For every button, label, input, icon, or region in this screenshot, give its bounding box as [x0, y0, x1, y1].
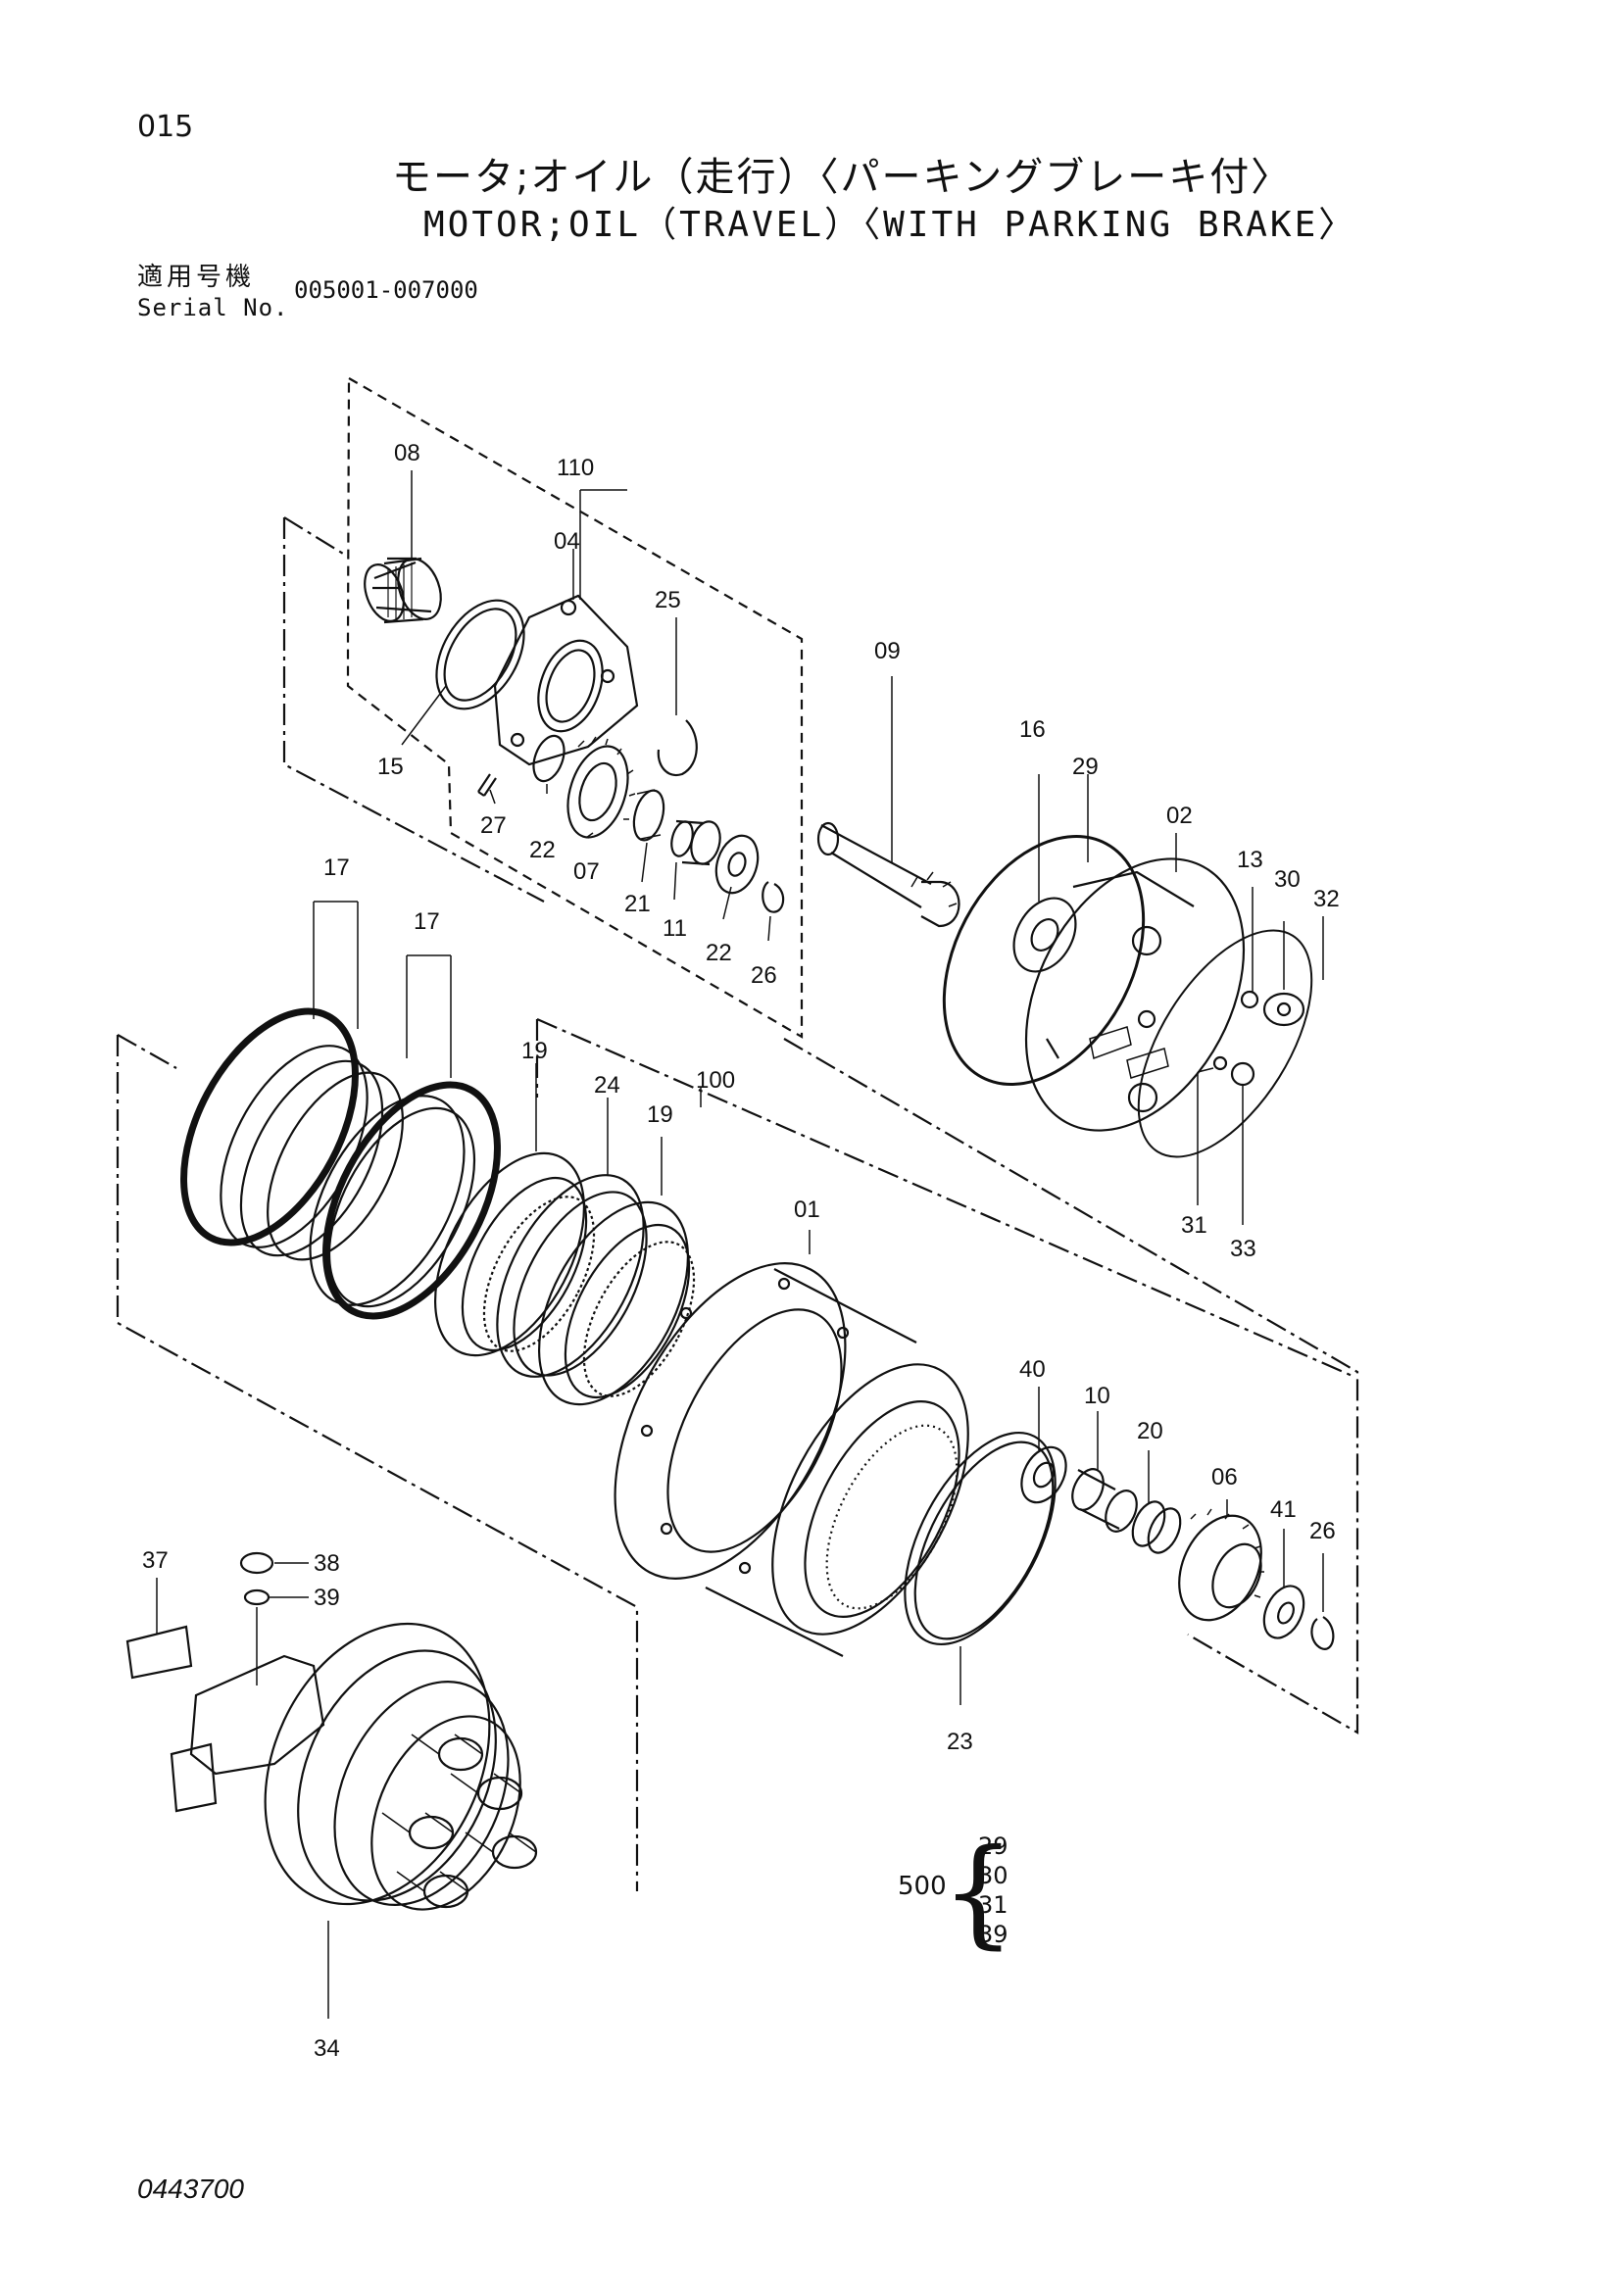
- label-part-31: 31: [1181, 1212, 1207, 1239]
- label-part-23: 23: [947, 1729, 973, 1755]
- label-part-22-lower: 22: [706, 940, 732, 966]
- label-part-13: 13: [1237, 847, 1263, 873]
- leader-lines: [156, 470, 1324, 2019]
- label-part-19-right: 19: [647, 1101, 673, 1128]
- label-part-17-left: 17: [323, 855, 350, 881]
- part-32-plug: [1262, 992, 1305, 1027]
- part-39-o-ring: [243, 1588, 270, 1606]
- part-13-o-ring: [1137, 929, 1313, 1158]
- motor-bolt-group: [381, 1734, 538, 1909]
- label-part-110: 110: [557, 455, 594, 481]
- title-english: MOTOR;OIL（TRAVEL）〈WITH PARKING BRAKE〉: [423, 205, 1357, 245]
- upper-dashdot-boundary: [282, 516, 1359, 1734]
- kit-item: 29: [978, 1832, 1008, 1860]
- label-part-24: 24: [594, 1072, 620, 1099]
- part-40-washer: [1020, 1445, 1067, 1504]
- part-41-washer: [1262, 1585, 1305, 1639]
- kit-brace: {: [941, 1825, 1016, 1961]
- serial-label-english: Serial No.: [137, 294, 289, 321]
- part-30-o-ring: [1240, 990, 1259, 1009]
- label-part-29: 29: [1072, 754, 1099, 780]
- part-01-housing: [614, 1262, 969, 1657]
- part-02-cover: [1024, 857, 1246, 1132]
- label-part-07: 07: [573, 858, 600, 885]
- part-20-needle-bearing: [1131, 1500, 1182, 1554]
- serial-range: 005001-007000: [294, 276, 478, 304]
- part-34-motor-assembly: [170, 1622, 538, 1911]
- part-17-seal-large-2: [322, 1081, 501, 1320]
- part-27-pin: [477, 773, 497, 797]
- label-part-16: 16: [1019, 716, 1046, 743]
- label-part-40: 40: [1019, 1356, 1046, 1383]
- label-part-41: 41: [1270, 1496, 1297, 1523]
- label-part-01: 01: [794, 1197, 820, 1223]
- part-19-bearing-2: [537, 1200, 696, 1406]
- kit-item: 31: [978, 1891, 1008, 1919]
- part-23-snap-ring: [904, 1431, 1057, 1646]
- kit-item: 39: [978, 1921, 1008, 1948]
- label-part-09: 09: [874, 638, 901, 664]
- label-part-10: 10: [1084, 1383, 1110, 1409]
- label-part-17-right: 17: [414, 908, 440, 935]
- label-part-21: 21: [624, 891, 651, 917]
- part-25-snap-ring: [657, 719, 698, 777]
- label-part-20: 20: [1137, 1418, 1163, 1444]
- part-24-ring: [496, 1174, 648, 1378]
- title-japanese: モータ;オイル（走行）〈パーキングブレーキ付〉: [392, 155, 1293, 200]
- document-number: 0443700: [137, 2174, 245, 2204]
- label-part-08: 08: [394, 440, 420, 466]
- lower-dashdot-boundary: [116, 1034, 639, 1891]
- part-33-plug: [1230, 1061, 1255, 1087]
- serial-label-japanese: 適用号機: [137, 263, 256, 292]
- label-part-38: 38: [314, 1550, 340, 1577]
- part-16-washer: [1012, 897, 1077, 973]
- part-38-plug: [239, 1551, 274, 1575]
- label-part-25: 25: [655, 587, 681, 613]
- label-part-26-upper: 26: [751, 962, 777, 989]
- label-part-04: 04: [554, 528, 580, 555]
- label-part-26-lower: 26: [1309, 1518, 1336, 1544]
- part-26-snap-ring-upper: [762, 881, 785, 913]
- label-part-32: 32: [1313, 886, 1340, 912]
- part-17-seal-large-1: [180, 1007, 359, 1246]
- kit-number: 500: [898, 1872, 947, 1901]
- part-37-nameplate: [125, 1625, 193, 1680]
- label-part-100: 100: [696, 1067, 735, 1094]
- kit-item: 30: [978, 1862, 1008, 1889]
- label-part-19-left: 19: [521, 1038, 548, 1064]
- part-22-washer-lower: [714, 834, 760, 895]
- part-15-ring: [435, 599, 525, 710]
- page-number: 015: [137, 110, 194, 144]
- part-21-needle-bearing: [632, 789, 665, 842]
- label-part-11: 11: [663, 915, 687, 942]
- part-17-floating-seal-2: [309, 1095, 476, 1308]
- assembly-110-boundary: [346, 376, 804, 1039]
- part-22-washer-upper: [532, 734, 566, 783]
- part-31-o-ring: [1212, 1055, 1228, 1071]
- part-08-spline-shaft: [364, 557, 442, 624]
- label-part-33: 33: [1230, 1236, 1256, 1262]
- part-11-sleeve: [670, 819, 721, 866]
- assembly-100-boundary: [535, 1017, 1355, 1379]
- part-09-shaft: [816, 821, 960, 928]
- label-part-39: 39: [314, 1585, 340, 1611]
- label-part-02: 02: [1166, 803, 1193, 829]
- label-part-27: 27: [480, 812, 507, 839]
- label-part-37: 37: [142, 1547, 169, 1574]
- part-04-flange-plate: [493, 594, 639, 766]
- part-29-o-ring: [942, 835, 1146, 1086]
- label-part-06: 06: [1211, 1464, 1238, 1490]
- label-part-30: 30: [1274, 866, 1301, 893]
- part-26-snap-ring-lower: [1310, 1616, 1335, 1650]
- part-10-sleeve: [1071, 1468, 1138, 1533]
- label-part-15: 15: [377, 754, 404, 780]
- part-07-gear: [566, 736, 636, 839]
- label-part-22-upper: 22: [529, 837, 556, 863]
- label-part-34: 34: [314, 2035, 340, 2062]
